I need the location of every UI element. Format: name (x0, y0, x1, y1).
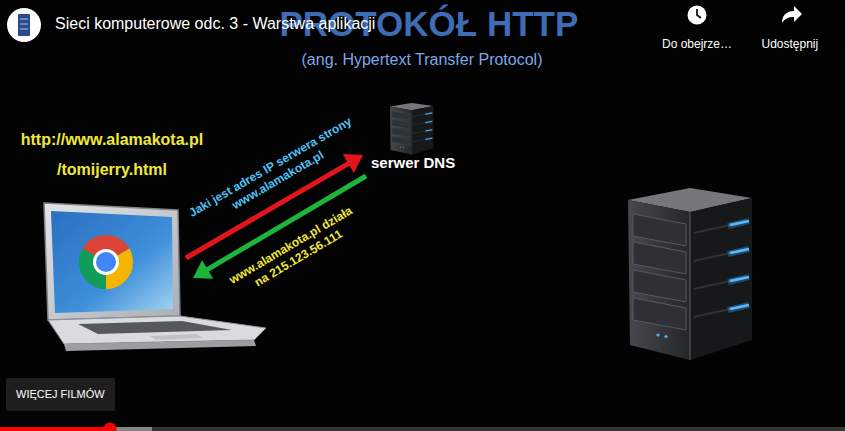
button-caption: Do obejrze… (662, 36, 732, 52)
clock-hands (697, 9, 701, 18)
laptop-keyboard (78, 321, 232, 334)
arrow-head (193, 260, 213, 279)
channel-avatar (7, 8, 41, 42)
label-wrap: (ang. Hypertext Transfer Protocol) (302, 50, 543, 70)
arrow-head (343, 154, 363, 173)
label-wrap: Udostępnij (762, 36, 819, 52)
text-slot: http://www.alamakota.pl /tomijerry.html (12, 125, 212, 185)
edge-label: www.alamakota.pl działa na 215.123.56.11… (222, 201, 366, 303)
label-wrap: Sieci komputerowe odc. 3 - Warstwa aplik… (55, 14, 375, 34)
laptop-base (48, 316, 266, 344)
share-icon (782, 6, 802, 23)
text-slot: WIĘCEJ FILMÓW (16, 378, 105, 411)
laptop-front (64, 340, 256, 351)
server-label: serwer DNS (371, 154, 455, 172)
button-caption: Udostępnij (762, 36, 819, 52)
laptop-node: http://www.alamakota.pl /tomijerry.html (44, 203, 180, 320)
more-videos-button: WIĘCEJ FILMÓW (6, 378, 115, 411)
progress-knob (104, 423, 117, 431)
laptop-lid (44, 203, 180, 320)
avatar-server (18, 14, 30, 36)
avatar-server-lines (20, 19, 28, 29)
laptop-screen (51, 211, 173, 313)
dns-server-icon (390, 103, 433, 155)
video-title: Sieci komputerowe odc. 3 - Warstwa aplik… (55, 14, 375, 34)
progress-track (0, 427, 845, 431)
button-label: WIĘCEJ FILMÓW (16, 378, 105, 411)
chrome-ring (93, 249, 119, 275)
clock-icon (688, 6, 707, 25)
url-heading: http://www.alamakota.pl /tomijerry.html (12, 125, 212, 185)
progress-buffer (0, 427, 152, 431)
edge-label-wrap: www.alamakota.pl działa na 215.123.56.11… (222, 201, 366, 303)
laptop-trackpad (150, 334, 204, 340)
text-slot: serwer DNS (371, 154, 455, 172)
top-shade (0, 0, 845, 75)
dns-server-node: serwer DNS (368, 100, 458, 172)
web-server (628, 188, 752, 360)
chrome-center (96, 252, 116, 272)
label-wrap: Do obejrze… (662, 36, 732, 52)
subtitle: (ang. Hypertext Transfer Protocol) (302, 50, 543, 70)
progress-played (0, 427, 110, 431)
